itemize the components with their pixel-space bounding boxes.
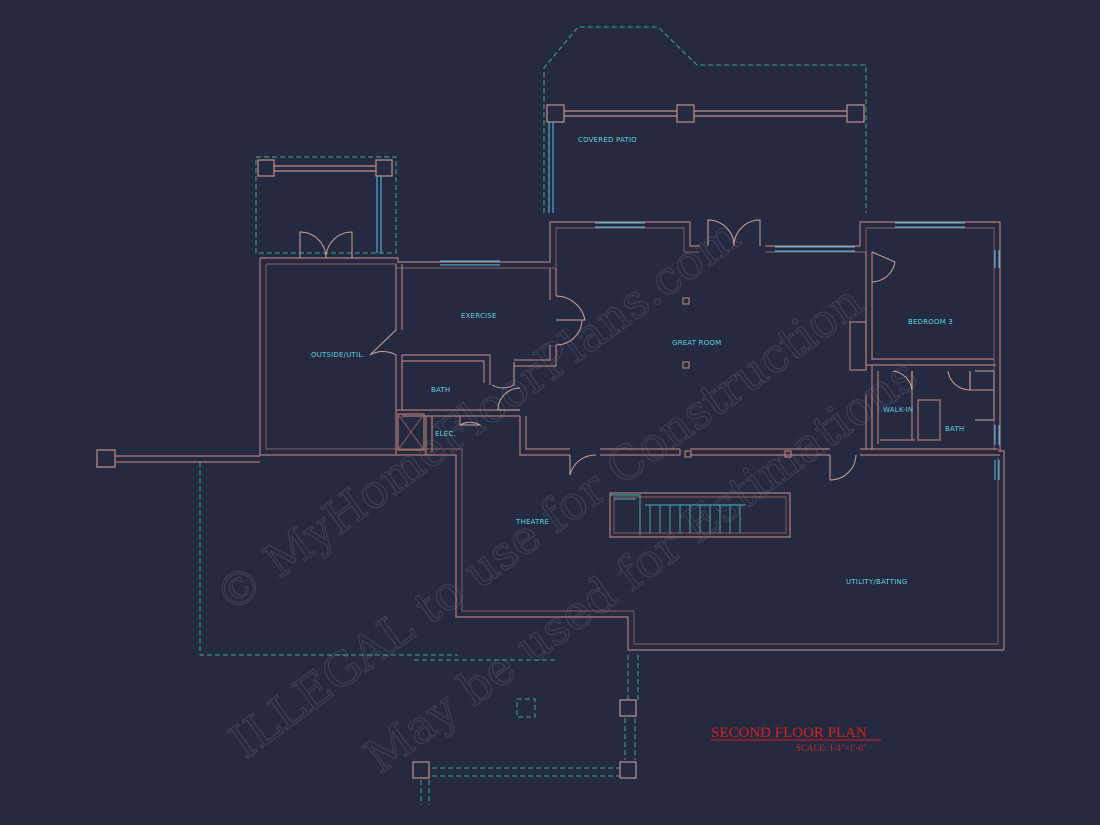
posts	[96, 104, 865, 779]
title-block: SECOND FLOOR PLAN SCALE: 1/4"=1'-0"	[711, 725, 881, 753]
label-great-room: GREAT ROOM	[672, 339, 721, 347]
label-theatre: THEATRE	[515, 518, 549, 526]
walls	[116, 221, 1005, 651]
plan-title: SECOND FLOOR PLAN	[711, 725, 867, 741]
label-covered-patio: COVERED PATIO	[578, 136, 637, 144]
doors	[299, 219, 995, 481]
label-bath-right: BATH	[945, 425, 964, 433]
label-walk-in: WALK-IN	[883, 406, 913, 414]
windows	[376, 122, 1000, 480]
label-outside-util: OUTSIDE/UTIL.	[311, 351, 365, 359]
watermark: © MyHomeFloorPlans.com ILLEGAL to use fo…	[204, 207, 927, 785]
label-utility-batting: UTILITY/BATTING	[846, 578, 908, 586]
label-exercise: EXERCISE	[461, 312, 497, 320]
room-labels: COVERED PATIO EXERCISE OUTSIDE/UTIL. GRE…	[311, 136, 964, 586]
label-bath-left: BATH	[431, 386, 450, 394]
plan-scale: SCALE: 1/4"=1'-0"	[796, 743, 867, 753]
label-elec: ELEC.	[435, 430, 456, 438]
label-bedroom-3: BEDROOM 3	[908, 318, 953, 326]
stairs	[610, 494, 745, 535]
